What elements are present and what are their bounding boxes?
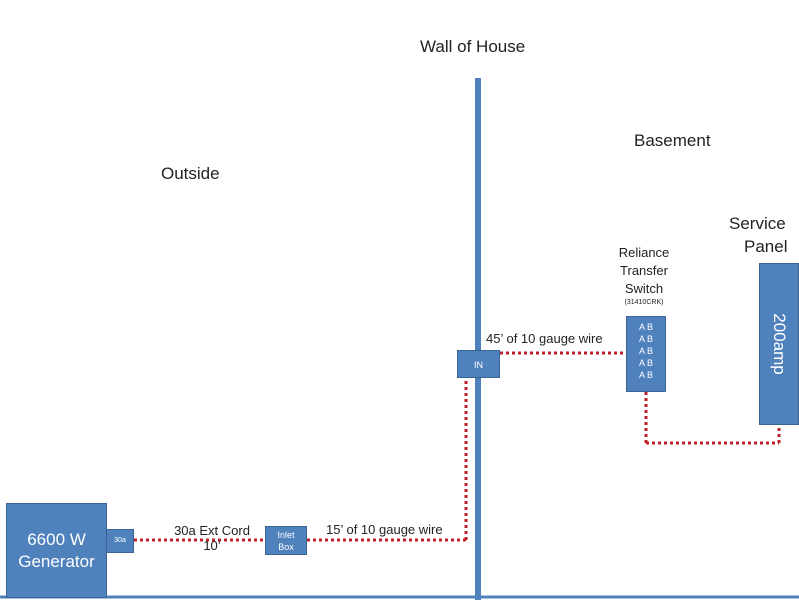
ext-cord-line2: 10’ bbox=[203, 538, 221, 553]
generator-box: 6600 W Generator bbox=[6, 503, 107, 598]
transfer-switch-line2: Transfer bbox=[620, 263, 668, 278]
generator-breaker-box: 30a bbox=[106, 529, 134, 553]
transfer-switch-row: A B bbox=[638, 334, 653, 344]
wall-inlet-label: IN bbox=[474, 360, 483, 370]
generator-line1: 6600 W bbox=[27, 530, 86, 549]
transfer-switch-row: A B bbox=[638, 346, 653, 356]
transfer-switch-line3: Switch bbox=[624, 281, 664, 296]
transfer-switch-box: A B A B A B A B A B bbox=[626, 316, 666, 392]
transfer-switch-line1: Reliance bbox=[618, 245, 670, 260]
service-panel-box: 200amp bbox=[759, 263, 799, 425]
transfer-switch-model: (31410CRK) bbox=[624, 299, 664, 306]
transfer-switch-label: Reliance Transfer Switch bbox=[596, 244, 692, 298]
service-panel-label-2: Panel bbox=[744, 237, 788, 256]
inlet-box-line1: Inlet bbox=[277, 530, 295, 540]
outside-wire-label: 15’ of 10 gauge wire bbox=[326, 522, 443, 537]
transfer-switch-row: A B bbox=[638, 322, 653, 332]
inlet-box-line2: Box bbox=[278, 542, 294, 552]
ext-cord-line1: 30a Ext Cord bbox=[174, 523, 250, 538]
basement-wire-label: 45’ of 10 gauge wire bbox=[486, 331, 603, 346]
inlet-box: Inlet Box bbox=[265, 526, 307, 555]
wall-inlet-box: IN bbox=[457, 350, 500, 378]
ext-cord-label: 30a Ext Cord 10’ bbox=[162, 523, 262, 553]
service-panel-rating: 200amp bbox=[770, 313, 789, 375]
transfer-switch-row: A B bbox=[638, 358, 653, 368]
transfer-switch-row: A B bbox=[638, 370, 653, 380]
outside-label: Outside bbox=[161, 164, 220, 183]
service-panel-label-1: Service bbox=[729, 214, 786, 233]
generator-breaker-label: 30a bbox=[114, 537, 126, 544]
basement-label: Basement bbox=[634, 131, 711, 150]
generator-line2: Generator bbox=[18, 552, 95, 571]
wall-label: Wall of House bbox=[420, 37, 526, 56]
